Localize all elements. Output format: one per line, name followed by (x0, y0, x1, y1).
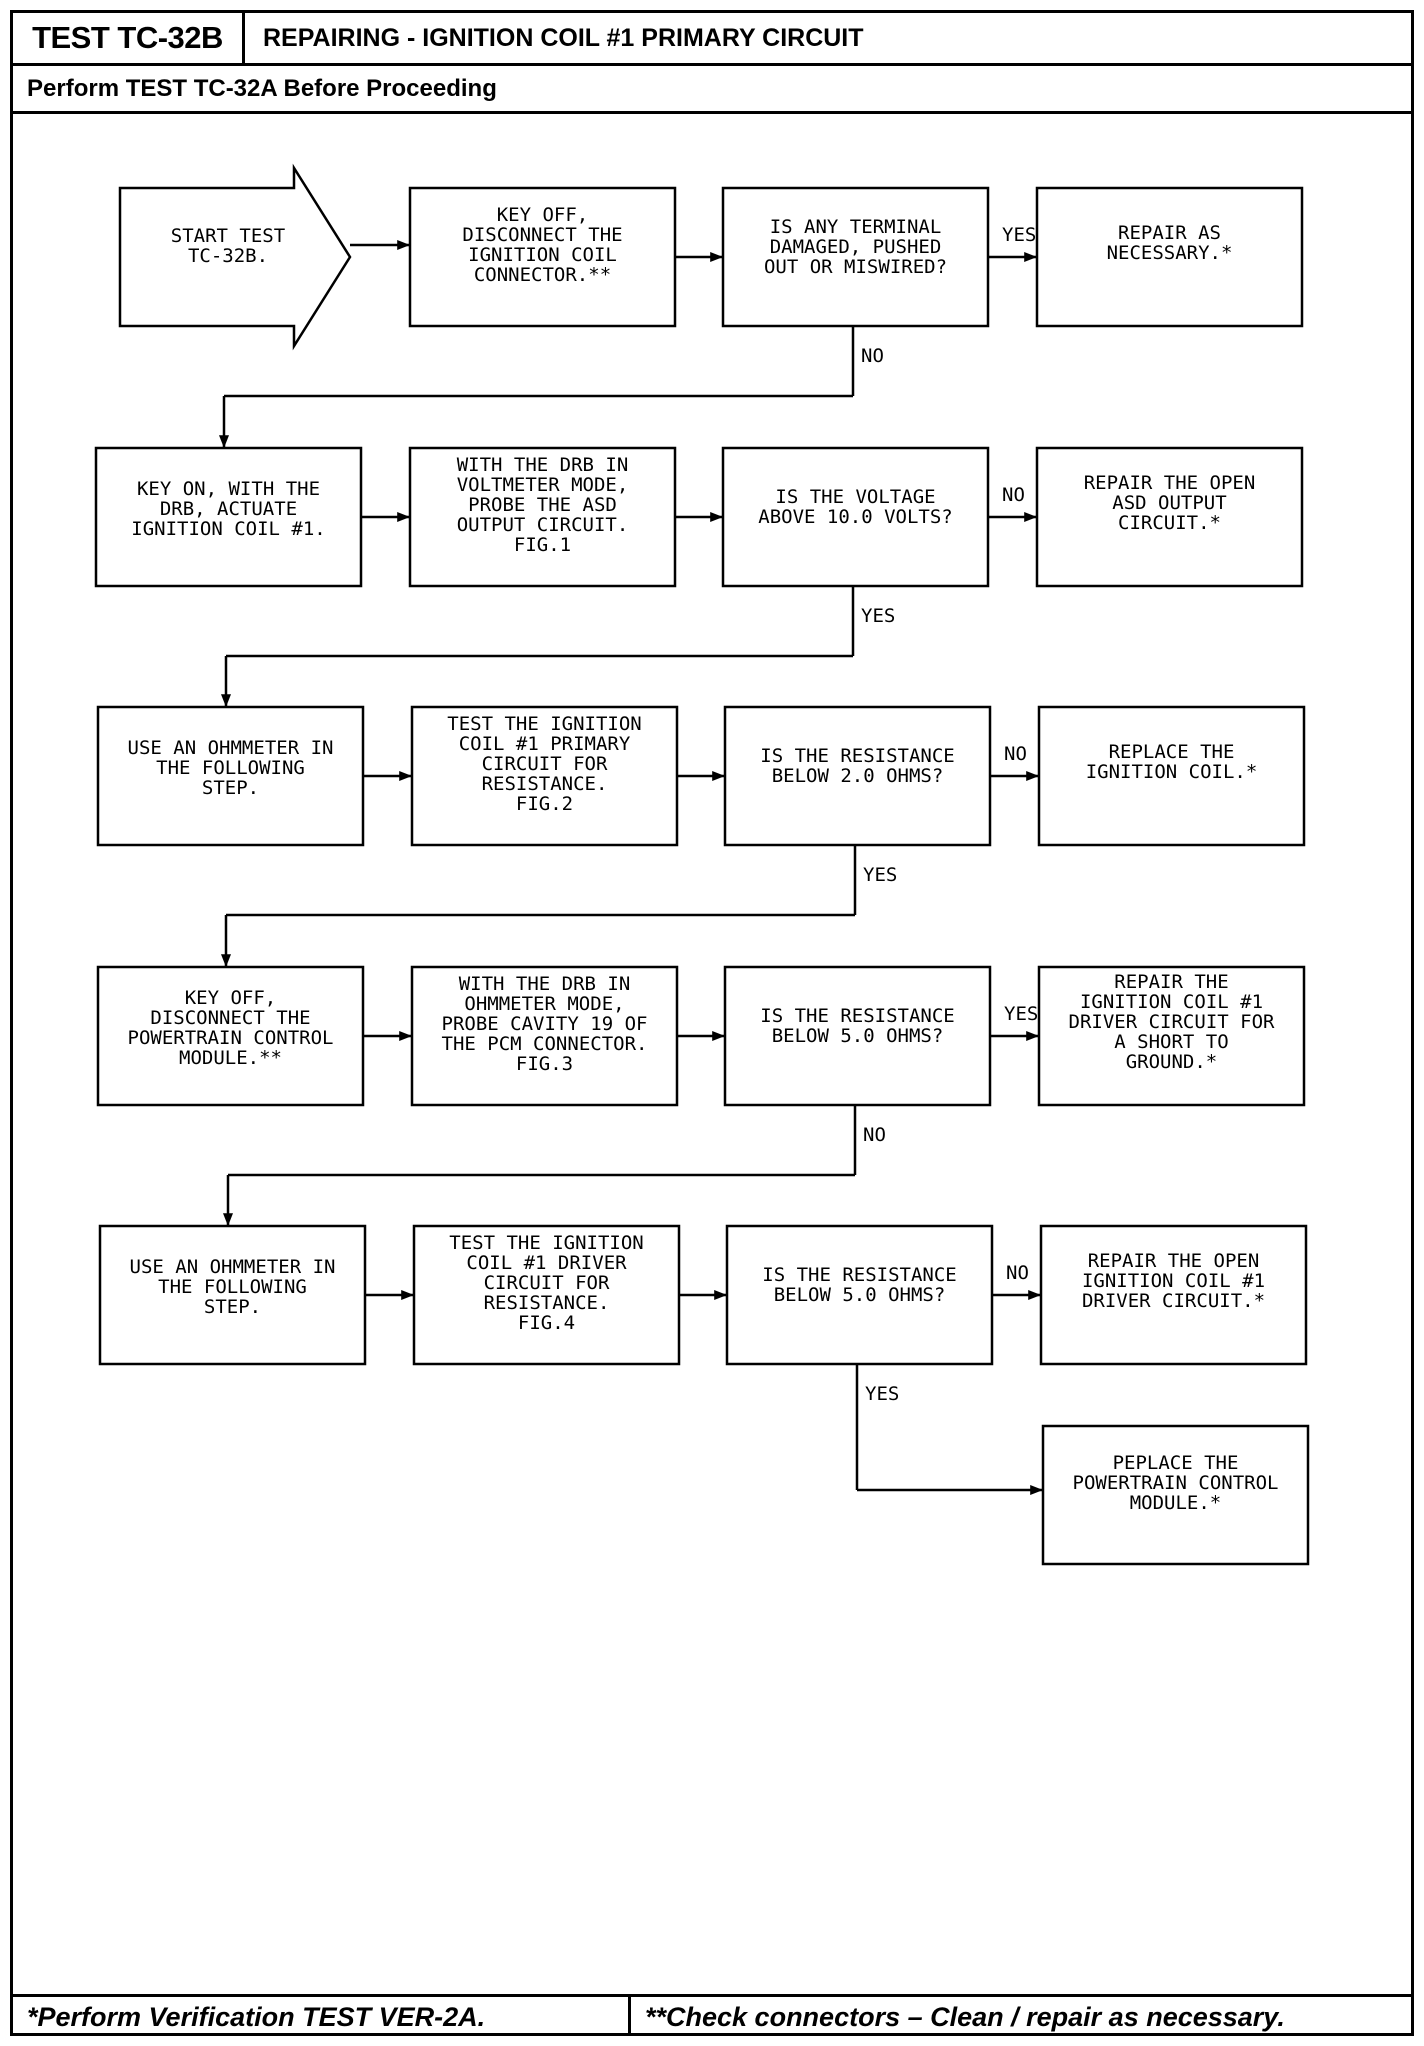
footer-note-connectors: **Check connectors – Clean / repair as n… (645, 2002, 1285, 2032)
arrow-question-to-result-5-head (1028, 1290, 1041, 1300)
connector-head-3 (221, 954, 231, 967)
header-divider (13, 63, 1411, 66)
branch-label-right-4: YES (1004, 1003, 1038, 1025)
branch-label-down-4: NO (863, 1124, 886, 1146)
action-box-3 (410, 705, 679, 847)
test-title: REPAIRING - IGNITION COIL #1 PRIMARY CIR… (263, 23, 864, 52)
prerequisite-note: Perform TEST TC-32A Before Proceeding (27, 75, 497, 102)
result-box-5 (1039, 1224, 1308, 1366)
start-arrow-shape (118, 163, 352, 351)
subheader-divider (13, 111, 1411, 114)
arrow-action-to-question-2-head (710, 512, 723, 522)
connector-head-2 (221, 694, 231, 707)
branch-label-right-2: NO (1002, 484, 1025, 506)
footer-separator (628, 1997, 631, 2036)
arrow-step-to-action-5-head (401, 1290, 414, 1300)
branch-label-down-5: YES (865, 1383, 899, 1405)
branch-label-right-5: NO (1006, 1262, 1029, 1284)
arrow-action-to-question-1-head (710, 252, 723, 262)
question-box-2 (721, 446, 990, 588)
arrow-to-final-head (1030, 1485, 1043, 1495)
arrow-question-to-result-2-head (1024, 512, 1037, 522)
arrow-step-to-action-3-head (399, 771, 412, 781)
result-box-1 (1035, 186, 1304, 328)
arrow-question-to-result-4-head (1026, 1031, 1039, 1041)
arrow-start-to-action-head (397, 240, 410, 250)
final-box (1041, 1424, 1310, 1566)
arrow-action-to-question-3-head (712, 771, 725, 781)
action-box-4 (410, 965, 679, 1107)
branch-label-right-3: NO (1004, 743, 1027, 765)
result-box-4 (1037, 965, 1306, 1107)
arrow-action-to-question-4-head (712, 1031, 725, 1041)
test-id: TEST TC-32B (13, 13, 245, 63)
question-box-1 (721, 186, 990, 328)
step-box-2 (94, 446, 363, 588)
arrow-question-to-result-3-head (1026, 771, 1039, 781)
result-box-3 (1037, 705, 1306, 847)
footer-note-verification: *Perform Verification TEST VER-2A. (27, 2002, 486, 2032)
branch-label-down-3: YES (863, 864, 897, 886)
footer-divider (13, 1994, 1411, 1997)
arrow-step-to-action-4-head (399, 1031, 412, 1041)
connector-head-1 (219, 435, 229, 448)
result-box-2 (1035, 446, 1304, 588)
connector-head-4 (223, 1213, 233, 1226)
step-box-3 (96, 705, 365, 847)
action-box-5 (412, 1224, 681, 1366)
action-box-2 (408, 446, 677, 588)
branch-label-right-1: YES (1002, 224, 1036, 246)
question-box-4 (723, 965, 992, 1107)
arrow-question-to-result-1-head (1024, 252, 1037, 262)
branch-label-down-1: NO (861, 345, 884, 367)
branch-label-down-2: YES (861, 605, 895, 627)
step-box-4 (96, 965, 365, 1107)
arrow-step-to-action-2-head (397, 512, 410, 522)
step-box-5 (98, 1224, 367, 1366)
question-box-5 (725, 1224, 994, 1366)
arrow-action-to-question-5-head (714, 1290, 727, 1300)
action-box-1 (408, 186, 677, 328)
